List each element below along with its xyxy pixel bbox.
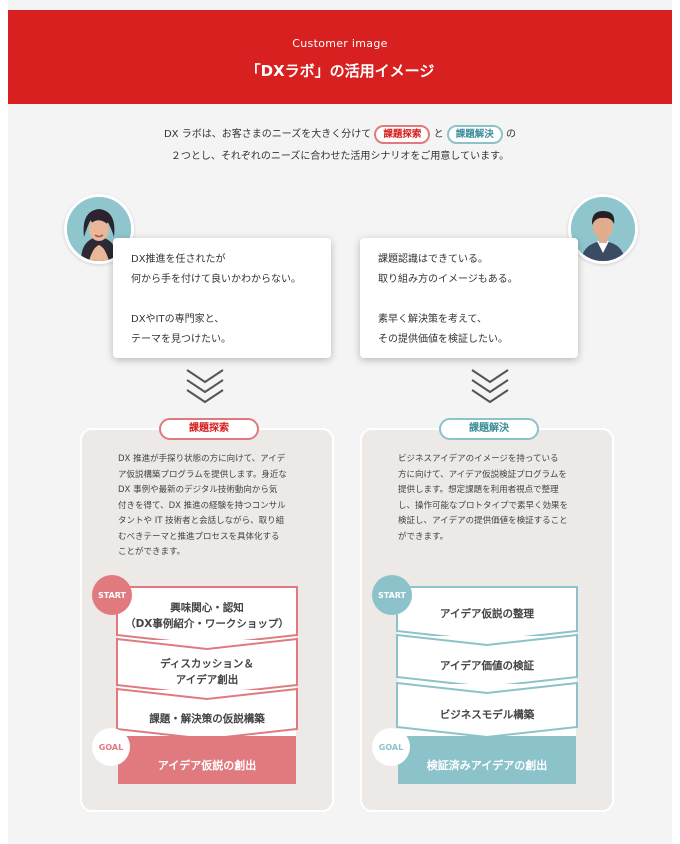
goal-text: 検証済みアイデアの創出 [426, 759, 548, 772]
avatar-man [568, 194, 638, 264]
tag-solve: 課題解決 [439, 418, 539, 440]
step-explore-3: 課題・解決策の仮説構築 [116, 688, 298, 740]
desc-line: 方に向けて、アイデア仮説検証プログラムを [398, 469, 567, 480]
desc-solve: ビジネスアイデアのイメージを持っている 方に向けて、アイデア仮説検証プログラムを… [398, 452, 568, 545]
desc-line: し、操作可能なプロトタイプで素早く効果を [398, 500, 569, 511]
chevron-down-icon [186, 369, 224, 404]
goal-solve: 検証済みアイデアの創出 [398, 736, 576, 784]
goal-explore: アイデア仮説の創出 [118, 736, 296, 784]
step-explore-1: 興味関心・認知 （DX事例紹介・ワークショップ） [116, 586, 298, 646]
step-solve-1: アイデア仮説の整理 [396, 586, 578, 642]
bubble-left-line: DXやITの専門家と、 [131, 314, 225, 325]
start-badge: START [372, 575, 412, 615]
goal-badge: GOAL [92, 728, 130, 766]
step-line: ビジネスモデル構築 [439, 709, 535, 721]
tag-explore: 課題探索 [159, 418, 259, 440]
bubble-left-line: DX推進を任されたが [131, 254, 226, 265]
desc-line: ことができます。 [118, 547, 186, 557]
step-line: 興味関心・認知 [170, 602, 244, 614]
step-explore-2: ディスカッション＆ アイデア創出 [116, 638, 298, 696]
step-line: 課題・解決策の仮説構築 [149, 713, 265, 725]
header-banner: Customer image 「DXラボ」の活用イメージ [8, 10, 672, 104]
desc-line: 検証し、アイデアの提供価値を検証すること [398, 516, 568, 526]
header-title: 「DXラボ」の活用イメージ [245, 62, 435, 80]
goal-badge: GOAL [372, 728, 410, 766]
step-line: アイデア価値の検証 [440, 660, 534, 672]
pill-explore: 課題探索 [374, 125, 431, 144]
start-badge: START [92, 575, 132, 615]
desc-line: ビジネスアイデアのイメージを持っている [398, 454, 559, 464]
bubble-right-line: その提供価値を検証したい。 [378, 334, 508, 345]
desc-line: ア仮説構築プログラムを提供します。身近な [118, 469, 287, 480]
bubble-left-line: テーマを見つけたい。 [131, 334, 231, 345]
desc-line: 提供します。想定課題を利用者視点で整理 [398, 485, 559, 495]
intro-text: DX ラボは、お客さまのニーズを大きく分けて 課題探索 と 課題解決 の ２つと… [8, 124, 672, 168]
page-canvas: Customer image 「DXラボ」の活用イメージ DX ラボは、お客さま… [8, 0, 672, 844]
step-line: アイデア仮説の整理 [440, 608, 534, 620]
desc-line: DX 推進が手探り状態の方に向けて、アイデ [118, 454, 286, 464]
step-line: （DX事例紹介・ワークショップ） [125, 618, 289, 630]
avatar-woman [64, 194, 134, 264]
intro-and: と [433, 129, 444, 140]
chevron-down-icon [471, 369, 509, 404]
goal-text: アイデア仮説の創出 [157, 759, 257, 772]
step-line: ディスカッション＆ [160, 658, 254, 670]
step-solve-3: ビジネスモデル構築 [396, 682, 578, 738]
bubble-right: 課題認識はできている。 取り組み方のイメージもある。 素早く解決策を考えて、 そ… [360, 238, 578, 358]
desc-line: タントや IT 技術者と会話しながら、取り組 [118, 516, 285, 526]
step-line: アイデア創出 [175, 674, 239, 686]
bubble-right-line: 素早く解決策を考えて、 [378, 314, 487, 325]
intro-line2: ２つとし、それぞれのニーズに合わせた活用シナリオをご用意しています。 [170, 151, 510, 162]
intro-line1b: の [506, 129, 516, 140]
desc-line: 付きを得て、DX 推進の経験を持つコンサル [118, 500, 286, 511]
bubble-left-line: 何から手を付けて良いかわからない。 [131, 274, 301, 285]
desc-line: DX 事例や最新のデジタル技術動向から気 [118, 485, 278, 495]
step-solve-2: アイデア価値の検証 [396, 634, 578, 688]
pill-solve: 課題解決 [446, 125, 503, 144]
desc-explore: DX 推進が手探り状態の方に向けて、アイデ ア仮説構築プログラムを提供します。身… [118, 452, 287, 561]
intro-line1a: DX ラボは、お客さまのニーズを大きく分けて [163, 129, 372, 140]
bubble-right-line: 取り組み方のイメージもある。 [378, 274, 518, 285]
bubble-right-line: 課題認識はできている。 [378, 254, 488, 265]
desc-line: ができます。 [398, 531, 449, 542]
desc-line: むべきテーマと推進プロセスを具体化する [118, 531, 280, 542]
header-subtitle: Customer image [292, 37, 388, 50]
bubble-left: DX推進を任されたが 何から手を付けて良いかわからない。 DXやITの専門家と、… [113, 238, 331, 358]
